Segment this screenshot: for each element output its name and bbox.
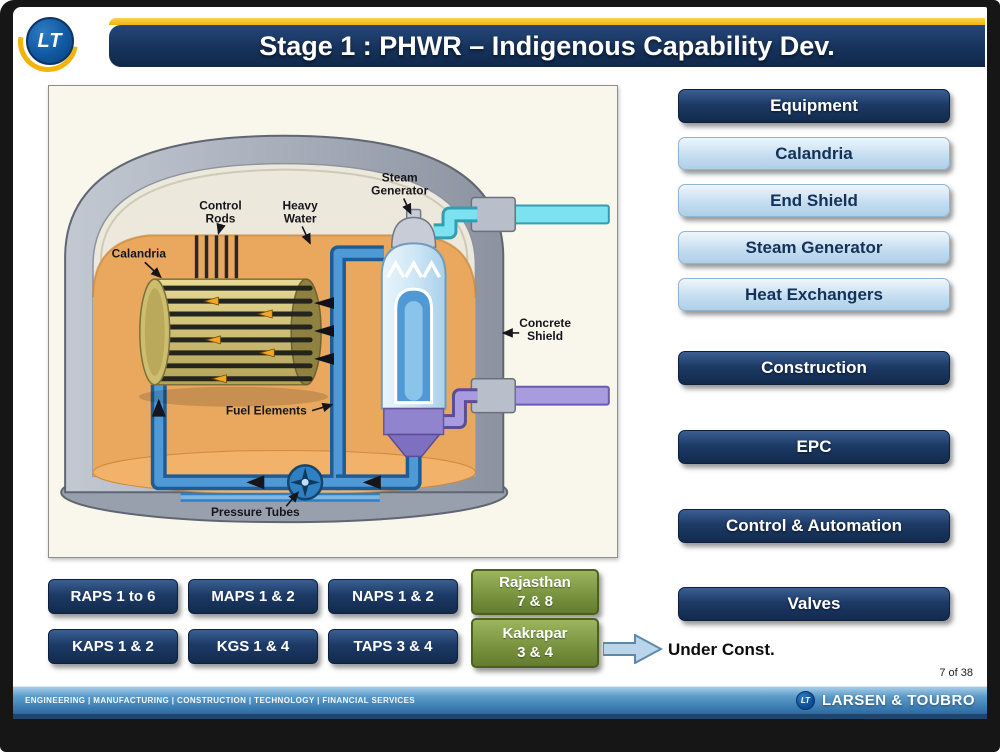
construction-button[interactable]: Construction — [678, 351, 950, 385]
lt-logo: LT — [13, 7, 90, 84]
page-title: Stage 1 : PHWR – Indigenous Capability D… — [259, 31, 835, 61]
plant-taps-button[interactable]: TAPS 3 & 4 — [328, 629, 458, 664]
flow-arrow — [151, 398, 166, 417]
plant-kakrapar-line1: Kakrapar — [502, 624, 568, 642]
reactor-diagram-panel: Control Rods Heavy Water Steam Generator… — [48, 85, 618, 558]
label-control-rods-2: Rods — [206, 211, 236, 225]
label-fuel-elements: Fuel Elements — [226, 404, 307, 418]
steam-generator-vessel — [380, 208, 447, 458]
equipment-item-calandria[interactable]: Calandria — [678, 137, 950, 170]
label-concrete-shield: Concrete — [519, 316, 571, 330]
plant-kakrapar-line2: 3 & 4 — [517, 644, 553, 661]
steam-arrows — [386, 259, 442, 279]
plant-rajasthan-button[interactable]: Rajasthan 7 & 8 — [471, 569, 599, 615]
slide: LT Stage 1 : PHWR – Indigenous Capabilit… — [13, 7, 987, 714]
footer-brand-name: LARSEN & TOUBRO — [821, 692, 975, 709]
label-heavy-water-2: Water — [284, 211, 317, 225]
inlet-arrows — [314, 297, 334, 365]
label-steam-generator-2: Generator — [371, 184, 428, 198]
label-concrete-shield-2: Shield — [527, 329, 563, 343]
footer-brand: LT LARSEN & TOUBRO — [795, 691, 975, 710]
page-number: 7 of 38 — [939, 667, 973, 679]
footer-bar: ENGINEERING | MANUFACTURING | CONSTRUCTI… — [13, 686, 987, 714]
plant-kgs-button[interactable]: KGS 1 & 4 — [188, 629, 318, 664]
frame-accent-strip — [13, 714, 987, 719]
plant-raps-button[interactable]: RAPS 1 to 6 — [48, 579, 178, 614]
plant-rajasthan-line2: 7 & 8 — [517, 593, 553, 610]
header-bar: Stage 1 : PHWR – Indigenous Capability D… — [109, 18, 985, 67]
label-heavy-water: Heavy — [283, 198, 319, 212]
pump-icon — [286, 464, 324, 501]
pipe-flange-upper — [470, 196, 516, 233]
label-control-rods: Control — [199, 198, 241, 212]
label-calandria: Calandria — [112, 246, 167, 260]
flow-arrow — [246, 475, 265, 490]
under-const-arrow-icon — [603, 634, 663, 664]
flow-arrow — [362, 475, 381, 490]
plant-maps-button[interactable]: MAPS 1 & 2 — [188, 579, 318, 614]
lt-logo-icon: LT — [26, 17, 74, 65]
coolant-arrows — [203, 296, 275, 384]
plant-naps-button[interactable]: NAPS 1 & 2 — [328, 579, 458, 614]
valves-button[interactable]: Valves — [678, 587, 950, 621]
under-const-label: Under Const. — [668, 640, 775, 659]
primary-coolant-loop — [150, 206, 478, 502]
label-pressure-tubes: Pressure Tubes — [211, 505, 300, 519]
fuel-channels — [147, 285, 313, 382]
footer-services: ENGINEERING | MANUFACTURING | CONSTRUCTI… — [25, 696, 416, 705]
calandria-vessel — [138, 278, 334, 407]
plant-rajasthan-line1: Rajasthan — [499, 573, 571, 591]
reactor-cutaway-svg: Control Rods Heavy Water Steam Generator… — [60, 134, 610, 524]
plant-kakrapar-button[interactable]: Kakrapar 3 & 4 — [471, 618, 599, 668]
equipment-item-steam-generator[interactable]: Steam Generator — [678, 231, 950, 264]
pipe-flange-lower — [470, 378, 516, 414]
equipment-item-heat-exchangers[interactable]: Heat Exchangers — [678, 278, 950, 311]
equipment-item-end-shield[interactable]: End Shield — [678, 184, 950, 217]
lt-footer-logo-icon: LT — [795, 691, 815, 710]
label-steam-generator: Steam — [382, 171, 418, 185]
wall-penetrations — [470, 196, 610, 414]
epc-button[interactable]: EPC — [678, 430, 950, 464]
control-rods — [194, 235, 239, 279]
control-automation-button[interactable]: Control & Automation — [678, 509, 950, 543]
equipment-button[interactable]: Equipment — [678, 89, 950, 123]
plant-kaps-button[interactable]: KAPS 1 & 2 — [48, 629, 178, 664]
